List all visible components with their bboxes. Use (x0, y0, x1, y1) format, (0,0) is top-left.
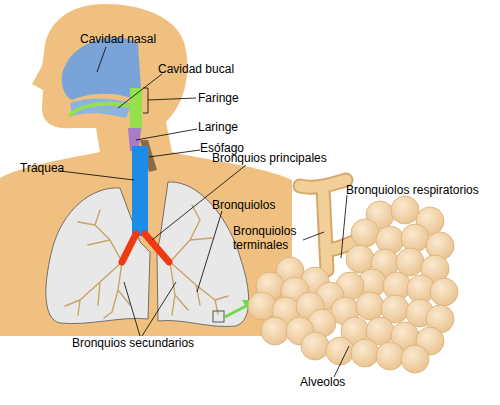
part-label: Bronquiolos respiratorios (346, 183, 479, 197)
part-label: Esófago (200, 141, 244, 155)
pharynx (70, 104, 134, 116)
part-label: Bronquios secundarios (72, 336, 194, 350)
part-label: Bronquios principales (212, 151, 327, 165)
main-bronchus (122, 234, 136, 262)
part-label: Faringe (198, 91, 239, 105)
body-silhouette (0, 4, 292, 336)
alveoli-cluster (248, 196, 458, 373)
trachea (132, 146, 148, 236)
part-label: Alveolos (300, 375, 345, 389)
part-label: Tráquea (20, 161, 64, 175)
part-label: Bronquiolos (212, 198, 275, 212)
main-bronchus (145, 234, 169, 262)
leader-lines (60, 47, 349, 377)
part-label: Bronquiolos terminales (233, 224, 307, 252)
right-lung (157, 182, 249, 327)
part-label: Cavidad bucal (158, 62, 234, 76)
part-label: Laringe (198, 120, 238, 134)
part-label: Cavidad nasal (80, 32, 156, 46)
nasal-cavity (62, 38, 141, 100)
zoom-arrow (225, 306, 246, 317)
zoom-marker (213, 311, 224, 322)
